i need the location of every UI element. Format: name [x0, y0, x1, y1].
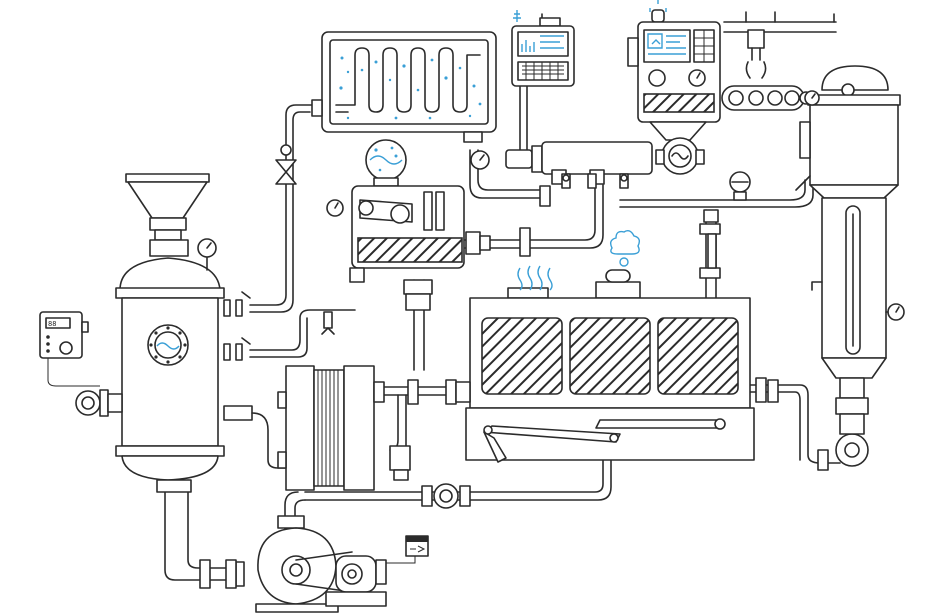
robot-control-panel — [627, 0, 721, 141]
hopper-funnel — [125, 173, 210, 241]
coil-coupling — [75, 389, 123, 417]
control-box: 88 — [39, 311, 89, 359]
pipe-fittings — [199, 173, 829, 589]
steam-icon — [517, 265, 553, 291]
switch-box — [405, 535, 429, 557]
flow-meter — [421, 483, 471, 509]
main-tank — [115, 239, 286, 493]
serpentine-radiator — [311, 31, 497, 143]
valve-icon — [275, 144, 297, 185]
gauge-icon — [470, 150, 490, 170]
electric-motor — [295, 551, 387, 607]
control-box-readout: 88 — [48, 320, 56, 328]
computer-terminal — [511, 10, 575, 87]
dial-gauge-icon — [729, 171, 751, 201]
distillation-column — [795, 65, 905, 467]
smoke-icon — [609, 229, 641, 267]
belt-drive-unit — [326, 139, 531, 311]
tube-heat-exchanger — [505, 137, 705, 185]
reactor-box — [455, 223, 779, 463]
plate-heat-exchanger — [277, 365, 457, 491]
centrifugal-pump — [225, 515, 339, 613]
conveyor-with-claw — [721, 11, 837, 111]
pressure-gauge-icon — [197, 238, 217, 271]
